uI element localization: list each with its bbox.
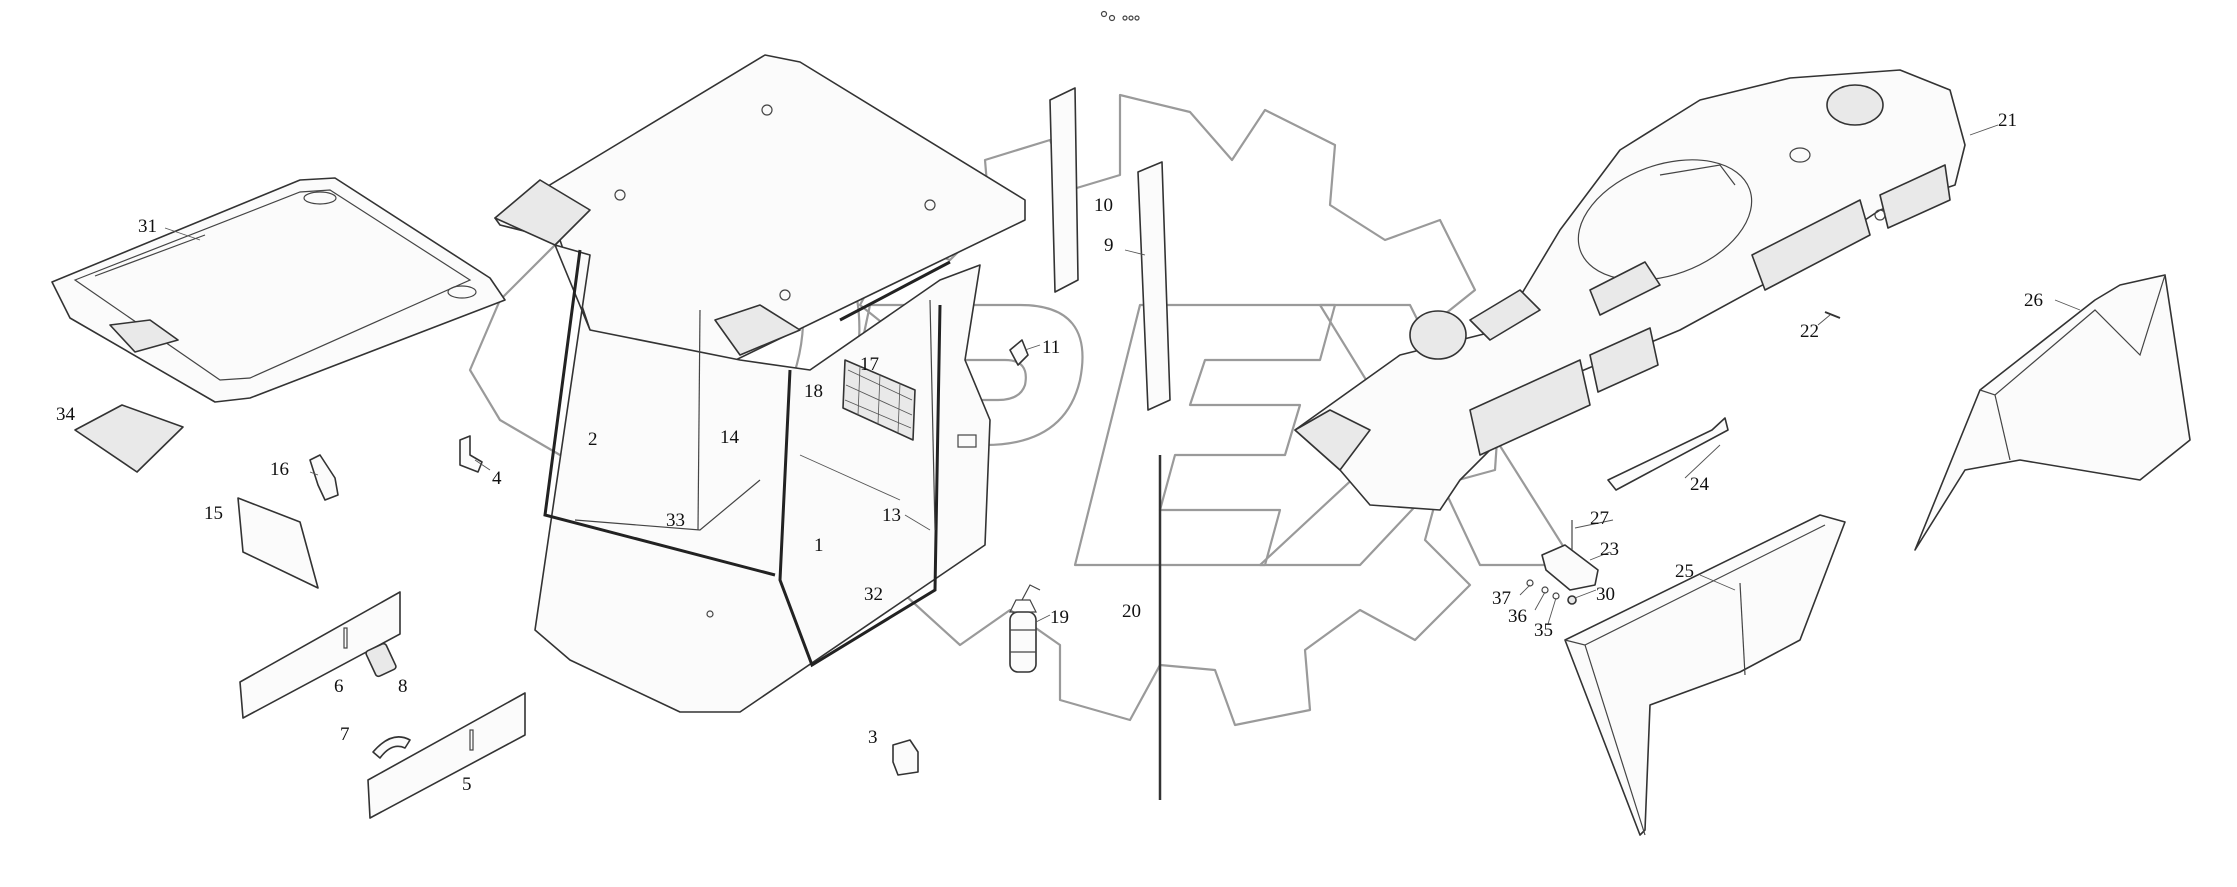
extinguisher-19 [1009,584,1041,673]
panel-5 [367,692,526,819]
callout-15: 15 [204,503,223,524]
callout-17: 17 [860,354,879,375]
bracket-4 [459,435,483,473]
cab-assembly [494,54,1026,713]
sun-visor-15 [237,497,319,589]
dashboard-21 [1294,69,1966,511]
callout-11: 11 [1042,337,1060,358]
switch-plate-8 [365,642,397,678]
washer-37 [1526,579,1534,587]
callout-1: 1 [814,535,824,556]
bracket-3 [892,739,919,776]
washer-36 [1541,586,1549,594]
callout-27: 27 [1590,508,1609,529]
header-marks [1100,10,1140,22]
callout-2: 2 [588,429,598,450]
post-9 [1137,161,1171,411]
callout-5: 5 [462,774,472,795]
nut-30 [1567,595,1577,605]
leader-lines [164,124,2081,625]
callout-23: 23 [1600,539,1619,560]
left-window-frame [543,249,776,577]
callout-30: 30 [1596,584,1615,605]
callout-37: 37 [1492,588,1511,609]
cover-34 [74,404,184,473]
callout-36: 36 [1508,606,1527,627]
clip-11 [1009,339,1029,366]
watermark-letter-e [1073,303,1337,567]
callout-7: 7 [340,724,350,745]
panel-6 [239,591,401,719]
callout-14: 14 [720,427,740,448]
callout-20: 20 [1122,601,1141,622]
callout-24: 24 [1690,474,1710,495]
callout-25: 25 [1675,561,1694,582]
callout-13: 13 [882,505,901,526]
handle-7 [372,736,411,759]
callout-3: 3 [868,727,878,748]
callout-22: 22 [1800,321,1819,342]
bracket-23 [1541,544,1599,591]
panel-26 [1914,274,2191,551]
watermark-letter-p [813,303,1084,567]
callout-16: 16 [270,459,289,480]
callout-33: 33 [666,510,685,531]
callout-21: 21 [1998,110,2017,131]
callout-35: 35 [1534,620,1553,641]
callout-labels: 1 2 3 4 5 6 7 8 9 10 11 13 14 15 16 17 1… [56,110,2043,795]
callout-6: 6 [334,676,344,697]
door-frame [778,304,942,668]
callout-31: 31 [138,216,157,237]
callout-4: 4 [492,468,502,489]
callout-10: 10 [1094,195,1113,216]
cab-body [534,244,991,713]
callout-26: 26 [2024,290,2043,311]
callout-32: 32 [864,584,883,605]
callout-9: 9 [1104,235,1114,256]
screw-22 [1824,311,1841,319]
hook-16 [309,454,339,501]
bracket-24 [1607,417,1729,491]
post-10 [1049,87,1079,293]
roof-hatch-31 [51,177,506,403]
callout-18: 18 [804,381,823,402]
callout-19: 19 [1050,607,1069,628]
callout-8: 8 [398,676,408,697]
callout-34: 34 [56,404,76,425]
panel-25 [1564,514,1846,836]
